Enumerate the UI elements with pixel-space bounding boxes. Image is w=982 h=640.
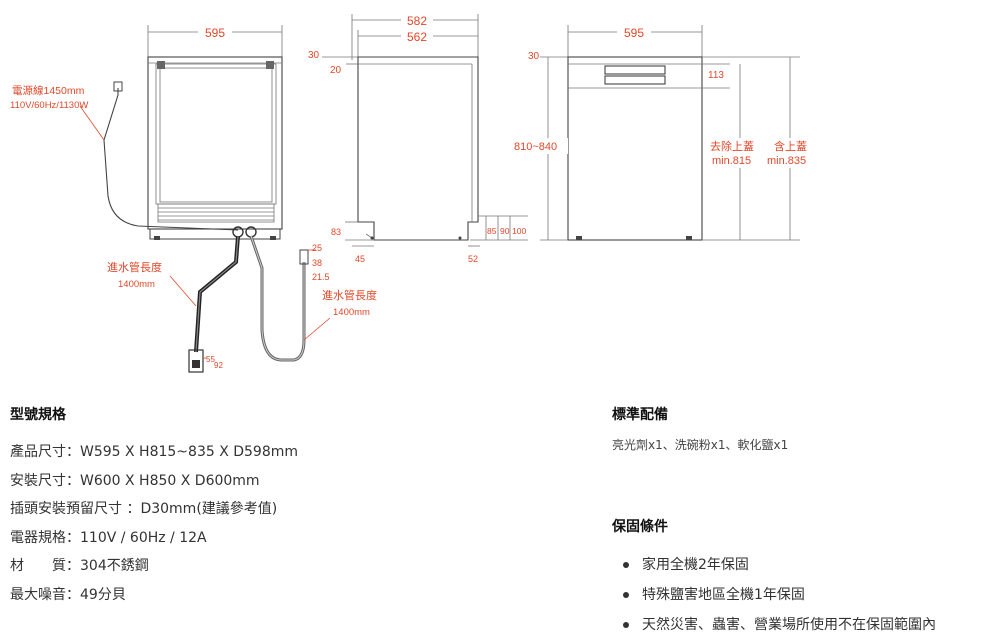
warranty-title: 保固條件 (612, 519, 668, 535)
rear-height-range: 810~840 (514, 141, 557, 153)
handle (604, 75, 666, 85)
side-cabinet (357, 56, 479, 241)
accessories-title: 標準配備 (612, 407, 668, 423)
inlet-hose-length: 1400mm (118, 279, 155, 290)
list-item: 特殊鹽害地區全機1年保固 (612, 580, 977, 610)
drain-hose-length: 1400mm (333, 307, 370, 318)
without-lid-label: 去除上蓋 (710, 139, 754, 153)
side-view: 582 562 30 20 83 45 52 85 90 (308, 13, 528, 264)
specs-title: 型號規格 (10, 407, 66, 423)
rear-width-label: 595 (624, 26, 644, 40)
accessories-text: 亮光劑x1、洗碗粉x1、軟化鹽x1 (612, 438, 789, 452)
leg-height-90: 90 (500, 226, 510, 236)
spec-row-noise: 最大噪音：49分貝 (10, 586, 126, 603)
control-panel (604, 65, 666, 75)
side-top-offset-30: 30 (308, 50, 320, 61)
fitting-dim-21-5: 21.5 (312, 272, 330, 282)
inlet-hose-label: 進水管長度 (107, 260, 162, 274)
side-depth-inner: 562 (407, 30, 427, 44)
rear-panel-height: 113 (708, 70, 724, 81)
leg-height-100: 100 (512, 226, 526, 236)
model-specs-section: 型號規格 產品尺寸：W595 X H815~835 X D598mm 安裝尺寸：… (10, 404, 570, 609)
connector-dim-92: 92 (214, 361, 223, 370)
leg-height-85: 85 (487, 226, 497, 236)
front-cabinet (147, 56, 283, 230)
spec-row-install-size: 安裝尺寸：W600 X H850 X D600mm (10, 472, 260, 489)
rear-top-offset: 30 (528, 51, 540, 62)
fitting-dim-38: 38 (312, 258, 322, 268)
connector-dim-55: 55 (206, 355, 215, 364)
spec-row-material: 材 質：304不銹鋼 (10, 558, 149, 574)
accessories-section: 標準配備 亮光劑x1、洗碗粉x1、軟化鹽x1 (612, 404, 977, 453)
without-lid-value: min.815 (712, 155, 751, 167)
spec-row-plug-clearance: 插頭安裝預留尺寸 ：D30mm(建議參考值) (10, 501, 278, 517)
front-view: 595 電源線1450mm 110V/60Hz/1130W (10, 24, 377, 373)
list-item: 家用全機2年保固 (612, 550, 977, 580)
spec-row-electrical: 電器規格：110V / 60Hz / 12A (10, 529, 207, 546)
side-foot-offset-right: 52 (468, 254, 478, 264)
rear-view: 595 30 113 810~840 去除上蓋 min.815 含上蓋 m (512, 24, 812, 241)
power-cord-label: 電源線1450mm (12, 84, 85, 97)
with-lid-value: min.835 (767, 155, 806, 167)
drain-hose-label: 進水管長度 (322, 288, 377, 302)
side-depth-outer: 582 (407, 14, 427, 28)
side-top-offset-20: 20 (330, 65, 342, 76)
power-spec-label: 110V/60Hz/1130W (10, 100, 88, 111)
side-foot-height: 83 (331, 227, 341, 237)
side-foot-offset-left: 45 (355, 254, 365, 264)
warranty-list: 家用全機2年保固 特殊鹽害地區全機1年保固 天然災害、蟲害、營業場所使用不在保固… (612, 550, 977, 640)
vent-grille (157, 203, 275, 223)
spec-row-product-size: 產品尺寸：W595 X H815~835 X D598mm (10, 444, 299, 460)
front-width-label: 595 (205, 26, 225, 40)
dishwasher-dimension-diagram: 595 電源線1450mm 110V/60Hz/1130W (10, 13, 812, 373)
fitting-dim-25: 25 (312, 243, 322, 253)
list-item: 天然災害、蟲害、營業場所使用不在保固範圍內 (612, 610, 977, 640)
warranty-section: 保固條件 家用全機2年保固 特殊鹽害地區全機1年保固 天然災害、蟲害、營業場所使… (612, 516, 977, 640)
with-lid-label: 含上蓋 (774, 139, 807, 153)
